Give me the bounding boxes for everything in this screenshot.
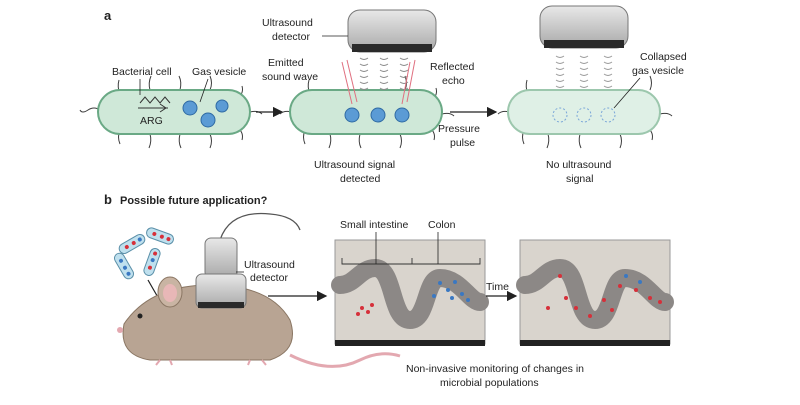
cell-body-1 xyxy=(97,89,251,135)
reflected-echo-waves xyxy=(341,59,416,105)
collapsed-vesicle-c xyxy=(600,107,616,123)
label-detector-b-line1: Ultrasound xyxy=(244,259,295,271)
ultrasound-detector-icon-2 xyxy=(539,5,629,49)
label-no-signal-line1: No ultrasound xyxy=(546,159,612,171)
panel-a-letter: a xyxy=(104,8,112,23)
scan-panel-1 xyxy=(331,239,489,346)
emitted-waves xyxy=(359,57,409,90)
panel-b-letter: b xyxy=(104,192,112,207)
cell-body-3 xyxy=(507,89,661,135)
label-pressure-line1: Pressure xyxy=(438,123,480,135)
collapsed-vesicle-a xyxy=(552,107,568,123)
label-small-intestine: Small intestine xyxy=(340,219,408,231)
vesicle-1c xyxy=(215,99,229,113)
intestine-path-1 xyxy=(331,258,489,330)
waves-3 xyxy=(555,55,613,88)
label-pressure-line2: pulse xyxy=(450,137,475,149)
caption-line1: Non-invasive monitoring of changes in xyxy=(406,363,584,375)
label-signal-detected-line1: Ultrasound signal xyxy=(314,159,395,171)
mouse-tail xyxy=(289,352,401,368)
label-detector-a-line2: detector xyxy=(272,31,310,43)
label-collapsed-line2: gas vesicle xyxy=(632,65,684,77)
bacterial-cell-2 xyxy=(279,75,455,149)
label-gas-vesicle: Gas vesicle xyxy=(192,66,246,78)
detector-cable xyxy=(219,212,301,241)
mouse-eye xyxy=(137,313,143,319)
label-reflected-line2: echo xyxy=(442,75,465,87)
bacterial-cell-1: ARG xyxy=(79,75,263,149)
label-signal-detected-line2: detected xyxy=(340,173,380,185)
mouse-nose xyxy=(117,327,123,333)
cell-body-2 xyxy=(289,89,443,135)
panel-b-title: Possible future application? xyxy=(120,195,268,207)
label-no-signal-line2: signal xyxy=(566,173,593,185)
gene-label: ARG xyxy=(140,115,163,127)
scan-panel-2 xyxy=(516,239,674,346)
vesicle-1b xyxy=(200,112,216,128)
label-time: Time xyxy=(486,281,509,293)
label-detector-a-line1: Ultrasound xyxy=(262,17,313,29)
gene-arrow-icon xyxy=(138,103,168,113)
label-colon: Colon xyxy=(428,219,456,231)
caption-line2: microbial populations xyxy=(440,377,539,389)
label-emitted-line2: sound wave xyxy=(262,71,318,83)
label-reflected-line1: Reflected xyxy=(430,61,475,73)
collapsed-vesicle-b xyxy=(576,107,592,123)
label-bacterial-cell: Bacterial cell xyxy=(112,66,172,78)
intestine-path-2 xyxy=(516,258,674,330)
vesicle-1a xyxy=(182,100,198,116)
ultrasound-detector-icon xyxy=(347,9,437,53)
gene-helix-icon xyxy=(139,96,171,104)
label-emitted-line1: Emitted xyxy=(268,57,304,69)
label-detector-b-line2: detector xyxy=(250,272,288,284)
ultrasound-detector-b-icon xyxy=(195,212,301,309)
bacteria-cluster xyxy=(114,227,174,280)
label-collapsed-line1: Collapsed xyxy=(640,51,687,63)
bacterial-cell-3 xyxy=(497,75,673,149)
mouse-icon xyxy=(117,276,401,368)
